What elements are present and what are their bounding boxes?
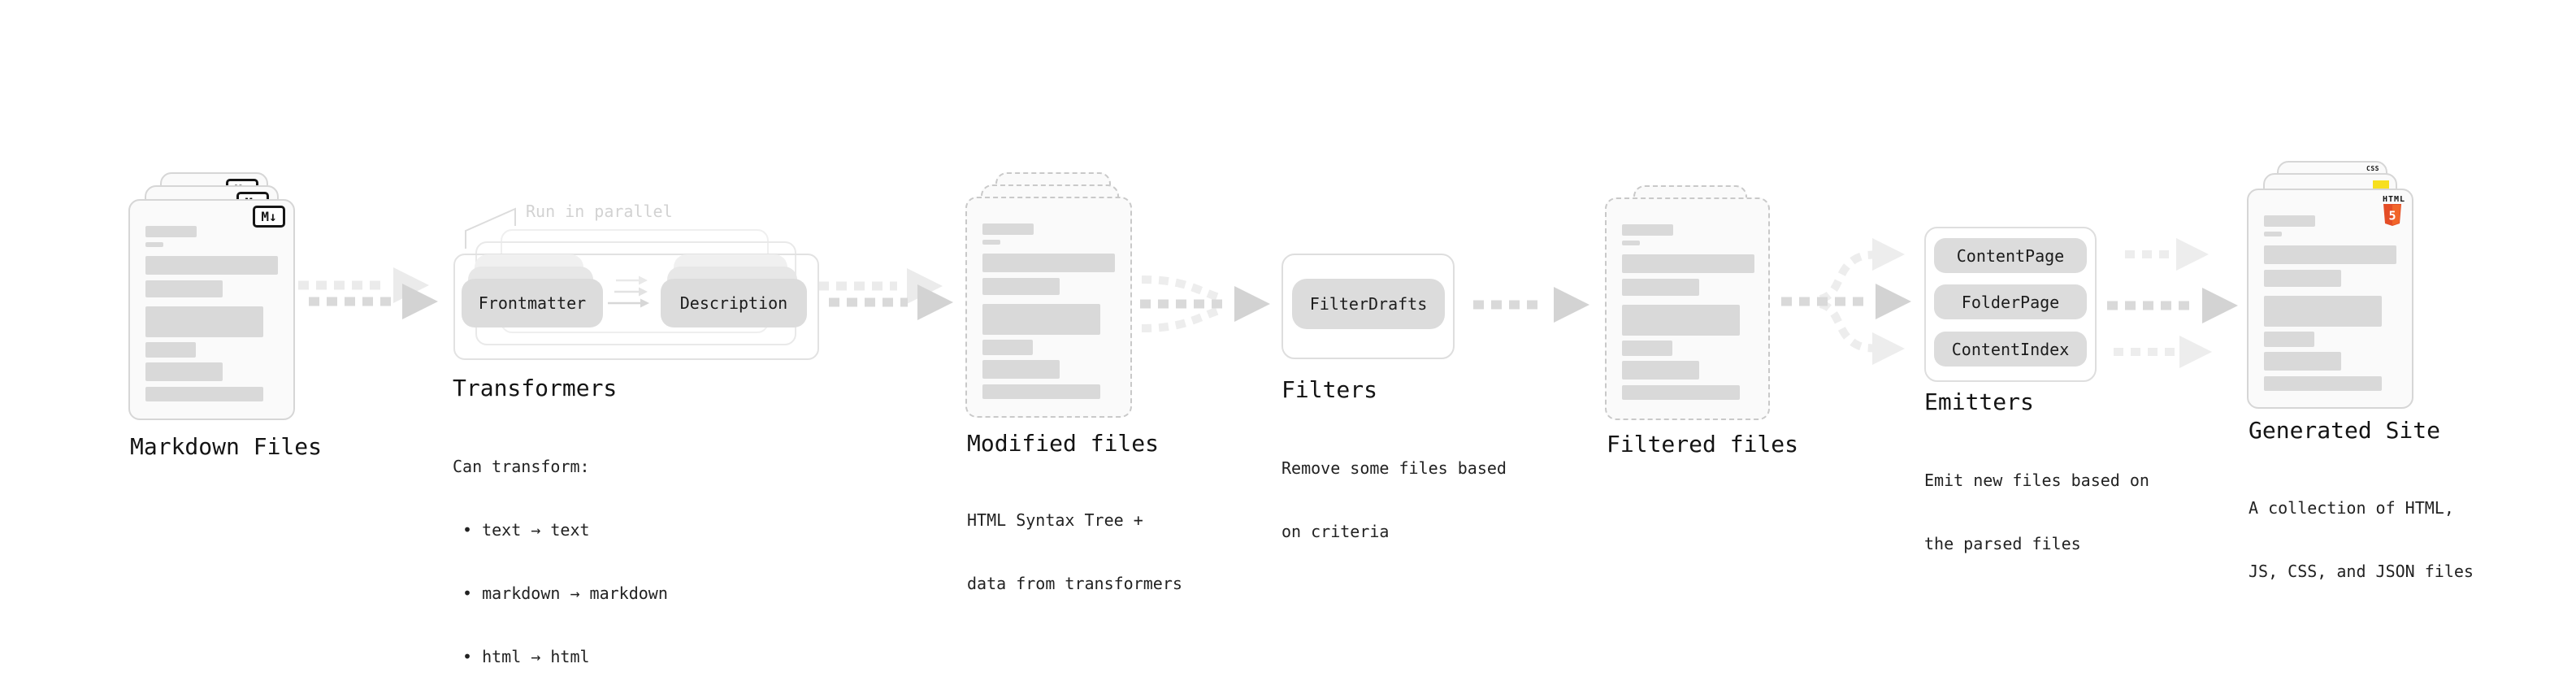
emitters-subtitle: Emit new files based on the parsed files <box>1924 471 2149 553</box>
file-card-front: HTML 5 <box>2247 189 2413 409</box>
run-in-parallel-label: Run in parallel <box>526 202 673 221</box>
arrow-filters-to-filtered <box>1473 287 1589 323</box>
arrow-transformers-to-modified <box>818 268 953 320</box>
arrow-emitters-to-generated <box>2107 238 2238 368</box>
html5-shield: 5 <box>2383 204 2401 226</box>
filtered-files-title: Filtered files <box>1607 431 1799 458</box>
emitters-title: Emitters <box>1924 388 2034 415</box>
transformers-description: Can transform: • text → text • markdown … <box>453 414 668 681</box>
markdown-files-title: Markdown Files <box>130 433 323 460</box>
file-card-front: M↓ <box>128 199 295 420</box>
transform-bullet: • html → html <box>462 647 590 666</box>
emitter-folderpage: FolderPage <box>1934 284 2087 319</box>
svg-text:5: 5 <box>2388 209 2396 223</box>
transformer-group-front <box>453 254 819 360</box>
generated-site-subtitle: A collection of HTML, JS, CSS, and JSON … <box>2249 498 2474 581</box>
emitter-contentpage: ContentPage <box>1934 238 2087 273</box>
filters-subtitle: Remove some files based on criteria <box>1281 458 1507 541</box>
transform-bullet: • markdown → markdown <box>462 583 668 603</box>
arrow-markdown-to-transformers <box>298 267 438 319</box>
transform-bullet: • text → text <box>462 520 590 540</box>
arrow-modified-to-filters <box>1140 275 1270 332</box>
can-transform-heading: Can transform: <box>453 457 590 476</box>
html5-icon: HTML 5 <box>2383 195 2405 229</box>
markdown-icon: M↓ <box>253 206 285 228</box>
file-card-front <box>1605 197 1770 420</box>
modified-files-subtitle: HTML Syntax Tree + data from transformer… <box>967 510 1182 593</box>
transformers-title: Transformers <box>453 375 618 401</box>
modified-files-title: Modified files <box>967 430 1160 457</box>
generated-site-title: Generated Site <box>2249 417 2441 444</box>
transformer-description: Description <box>661 279 807 327</box>
filter-filterdrafts: FilterDrafts <box>1292 279 1445 329</box>
file-card-front <box>965 197 1132 418</box>
transformer-frontmatter: Frontmatter <box>462 279 603 327</box>
arrow-filtered-to-emitters <box>1781 238 1911 365</box>
emitter-contentindex: ContentIndex <box>1934 332 2087 367</box>
filters-title: Filters <box>1281 376 1378 403</box>
